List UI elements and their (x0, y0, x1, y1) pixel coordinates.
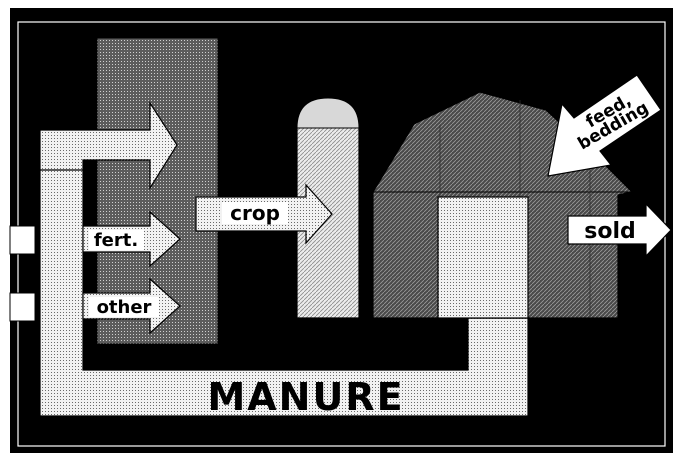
manure-label: MANURE (207, 375, 404, 419)
input-box-other (10, 293, 35, 321)
crop-label: crop (230, 201, 280, 225)
other-label: other (97, 297, 152, 318)
sold-label: sold (584, 219, 636, 244)
input-box-fert (10, 226, 35, 254)
fert-label: fert. (94, 230, 138, 251)
barn-manure-storage (438, 197, 528, 318)
